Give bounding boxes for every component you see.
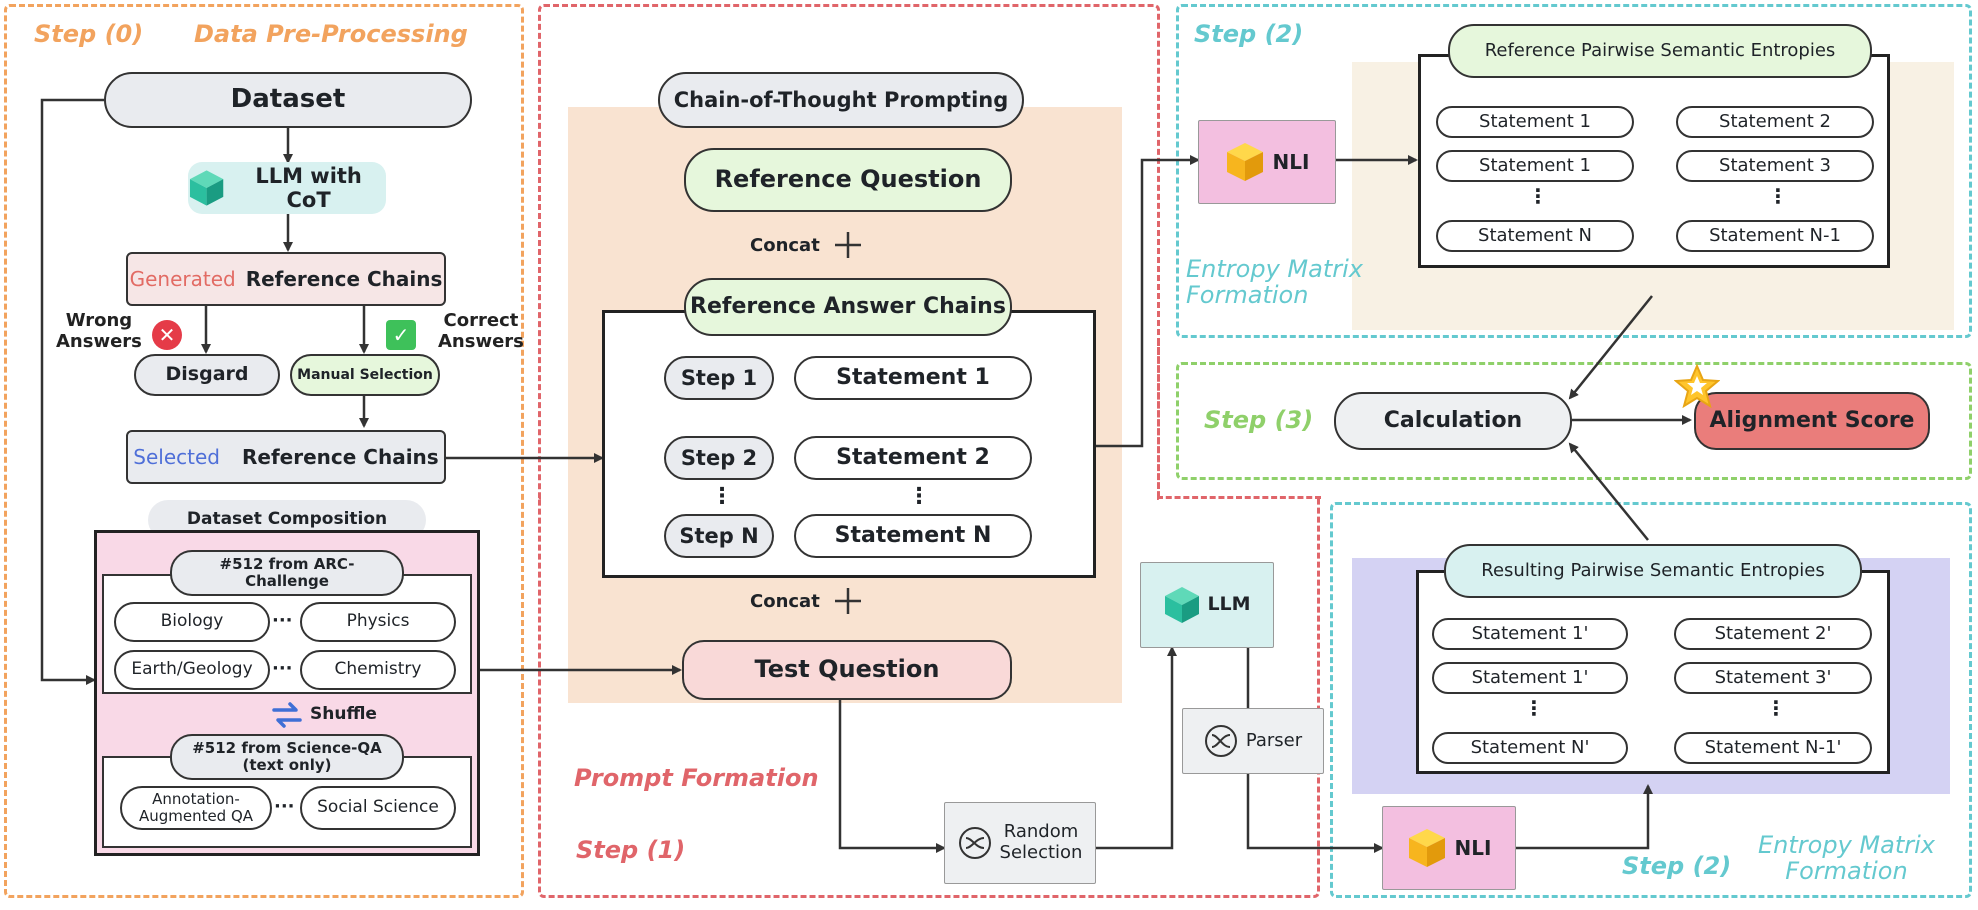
res-s2: Statement 2' bbox=[1674, 618, 1872, 650]
res-sn1: Statement N-1' bbox=[1674, 732, 1872, 764]
manual-selection-box: Manual Selection bbox=[290, 354, 440, 396]
generated-word: Generated bbox=[129, 266, 236, 291]
step-1-chip: Step 1 bbox=[664, 356, 774, 400]
random-selection-box: Random Selection bbox=[944, 802, 1096, 884]
reference-question-box: Reference Question bbox=[684, 148, 1012, 212]
chemistry-chip: Chemistry bbox=[300, 650, 456, 690]
llm-label: LLM bbox=[1207, 593, 1251, 616]
steps-vdots: ⋮ bbox=[711, 484, 733, 509]
parser-label: Parser bbox=[1245, 729, 1303, 751]
selected-chains-label: Reference Chains bbox=[242, 444, 439, 469]
step0-title: Data Pre-Processing bbox=[194, 20, 468, 48]
step1-frame-riser bbox=[1157, 340, 1160, 498]
statement-n-chip: Statement N bbox=[794, 514, 1032, 558]
ref-entropies-label: Reference Pairwise Semantic Entropies bbox=[1448, 24, 1872, 78]
sqa-source-label: #512 from Science-QA (text only) bbox=[170, 734, 404, 780]
ref-s1b: Statement 1 bbox=[1436, 150, 1634, 182]
annotation-qa-chip: Annotation- Augmented QA bbox=[120, 786, 272, 830]
random-icon bbox=[958, 827, 991, 859]
step-n-chip: Step N bbox=[664, 514, 774, 558]
star-icon bbox=[1673, 363, 1721, 409]
arc-source-label: #512 from ARC- Challenge bbox=[170, 550, 404, 596]
sqa-dots: ··· bbox=[274, 796, 295, 817]
correct-check-icon: ✓ bbox=[386, 320, 416, 350]
ref-sn: Statement N bbox=[1436, 220, 1634, 252]
res-entropies-label: Resulting Pairwise Semantic Entropies bbox=[1444, 544, 1862, 598]
ref-sn1: Statement N-1 bbox=[1676, 220, 1874, 252]
step-2-chip: Step 2 bbox=[664, 436, 774, 480]
nli-top-label: NLI bbox=[1272, 149, 1310, 174]
ref-s1: Statement 1 bbox=[1436, 106, 1634, 138]
prompt-formation-label: Prompt Formation bbox=[574, 764, 819, 792]
random-selection-label: Random Selection bbox=[999, 821, 1083, 863]
step3-frame bbox=[1176, 362, 1972, 480]
res-s1: Statement 1' bbox=[1432, 618, 1628, 650]
res-vdots-right: ⋮ bbox=[1766, 696, 1786, 720]
step1-frame bbox=[538, 4, 1160, 500]
ref-vdots-right: ⋮ bbox=[1768, 184, 1788, 208]
res-sn: Statement N' bbox=[1432, 732, 1628, 764]
cube-icon bbox=[1226, 143, 1263, 181]
res-s3: Statement 3' bbox=[1674, 662, 1872, 694]
llm-cot-box: LLM with CoT bbox=[188, 162, 386, 214]
llm-cot-label: LLM with CoT bbox=[255, 163, 362, 212]
selected-chains-box: Selected Reference Chains bbox=[126, 430, 446, 484]
dataset-box: Dataset bbox=[104, 72, 472, 128]
statement-2-chip: Statement 2 bbox=[794, 436, 1032, 480]
reference-answer-chains-label: Reference Answer Chains bbox=[684, 278, 1012, 336]
statements-vdots: ⋮ bbox=[908, 484, 930, 509]
generated-chains-box: Generated Reference Chains bbox=[126, 252, 446, 306]
step2-top-frame bbox=[1176, 4, 1972, 338]
step0-frame bbox=[4, 4, 524, 898]
step0-label: Step (0) bbox=[34, 20, 144, 48]
res-s1b: Statement 1' bbox=[1432, 662, 1628, 694]
nli-top-box: NLI bbox=[1198, 120, 1336, 204]
correct-answers-label: Correct Answers bbox=[438, 310, 524, 352]
step2-top-label: Step (2) bbox=[1194, 20, 1304, 48]
arc-dots-1: ··· bbox=[272, 610, 293, 631]
concat-label-1: Concat bbox=[750, 235, 820, 256]
test-question-box: Test Question bbox=[682, 640, 1012, 700]
nli-bottom-label: NLI bbox=[1454, 835, 1492, 860]
step2-bottom-frame bbox=[1330, 502, 1972, 898]
alignment-score-box: Alignment Score bbox=[1694, 392, 1930, 450]
wrong-x-icon: ✕ bbox=[152, 320, 182, 350]
concat-label-2: Concat bbox=[750, 591, 820, 612]
statement-1-chip: Statement 1 bbox=[794, 356, 1032, 400]
wrong-answers-label: Wrong Answers bbox=[56, 310, 142, 352]
res-vdots-left: ⋮ bbox=[1524, 696, 1544, 720]
parser-box: Parser bbox=[1182, 708, 1324, 774]
calculation-box: Calculation bbox=[1334, 392, 1572, 450]
step2-bottom-label: Step (2) bbox=[1622, 852, 1732, 880]
selected-word: Selected bbox=[133, 444, 220, 469]
physics-chip: Physics bbox=[300, 602, 456, 642]
ref-vdots-left: ⋮ bbox=[1528, 184, 1548, 208]
shuffle-icon bbox=[270, 700, 304, 730]
step1-frame-joint bbox=[1157, 496, 1321, 499]
ref-s2: Statement 2 bbox=[1676, 106, 1874, 138]
ref-s3: Statement 3 bbox=[1676, 150, 1874, 182]
disgard-box: Disgard bbox=[134, 354, 280, 396]
cube-icon bbox=[189, 170, 224, 206]
entropy-formation-bottom-label: Entropy Matrix Formation bbox=[1758, 831, 1935, 886]
cot-prompting-box: Chain-of-Thought Prompting bbox=[658, 72, 1024, 128]
biology-chip: Biology bbox=[114, 602, 270, 642]
social-science-chip: Social Science bbox=[300, 786, 456, 830]
generated-chains-label: Reference Chains bbox=[245, 266, 443, 291]
cube-icon bbox=[1165, 587, 1200, 623]
shuffle-label: Shuffle bbox=[310, 704, 377, 724]
step1-frame-lower bbox=[538, 496, 1320, 898]
step3-label: Step (3) bbox=[1204, 406, 1314, 434]
llm-box: LLM bbox=[1140, 562, 1274, 648]
step1-label: Step (1) bbox=[576, 836, 686, 864]
cube-icon bbox=[1408, 829, 1445, 867]
arc-dots-2: ··· bbox=[272, 658, 293, 679]
parser-icon bbox=[1204, 725, 1237, 757]
earth-chip: Earth/Geology bbox=[114, 650, 270, 690]
entropy-formation-top-label: Entropy Matrix Formation bbox=[1186, 255, 1363, 310]
nli-bottom-box: NLI bbox=[1382, 806, 1516, 890]
